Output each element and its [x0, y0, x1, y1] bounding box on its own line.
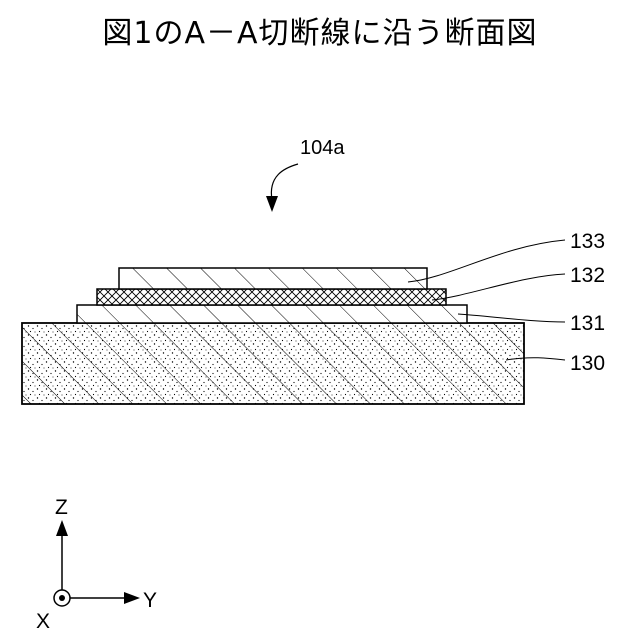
leader-line-131 — [458, 314, 565, 322]
leader-line-132 — [432, 274, 565, 300]
coordinate-axes — [54, 520, 140, 606]
label-133: 133 — [570, 230, 605, 253]
z-axis-label: Z — [55, 496, 68, 519]
assembly-label: 104a — [300, 137, 345, 159]
y-axis-label: Y — [143, 589, 157, 612]
layer-131 — [77, 305, 467, 323]
assembly-arrowhead — [266, 196, 278, 212]
layer-130-substrate — [22, 323, 524, 404]
z-axis-arrowhead — [56, 520, 68, 536]
layer-132 — [97, 289, 446, 305]
label-130: 130 — [570, 352, 605, 375]
assembly-leader-line — [271, 164, 298, 200]
x-axis-label: X — [36, 610, 50, 633]
x-axis-out-of-page-dot — [59, 595, 65, 601]
label-132: 132 — [570, 264, 605, 287]
leader-line-133 — [408, 240, 565, 282]
y-axis-arrowhead — [124, 592, 140, 604]
label-131: 131 — [570, 312, 605, 335]
layer-133 — [119, 268, 427, 289]
